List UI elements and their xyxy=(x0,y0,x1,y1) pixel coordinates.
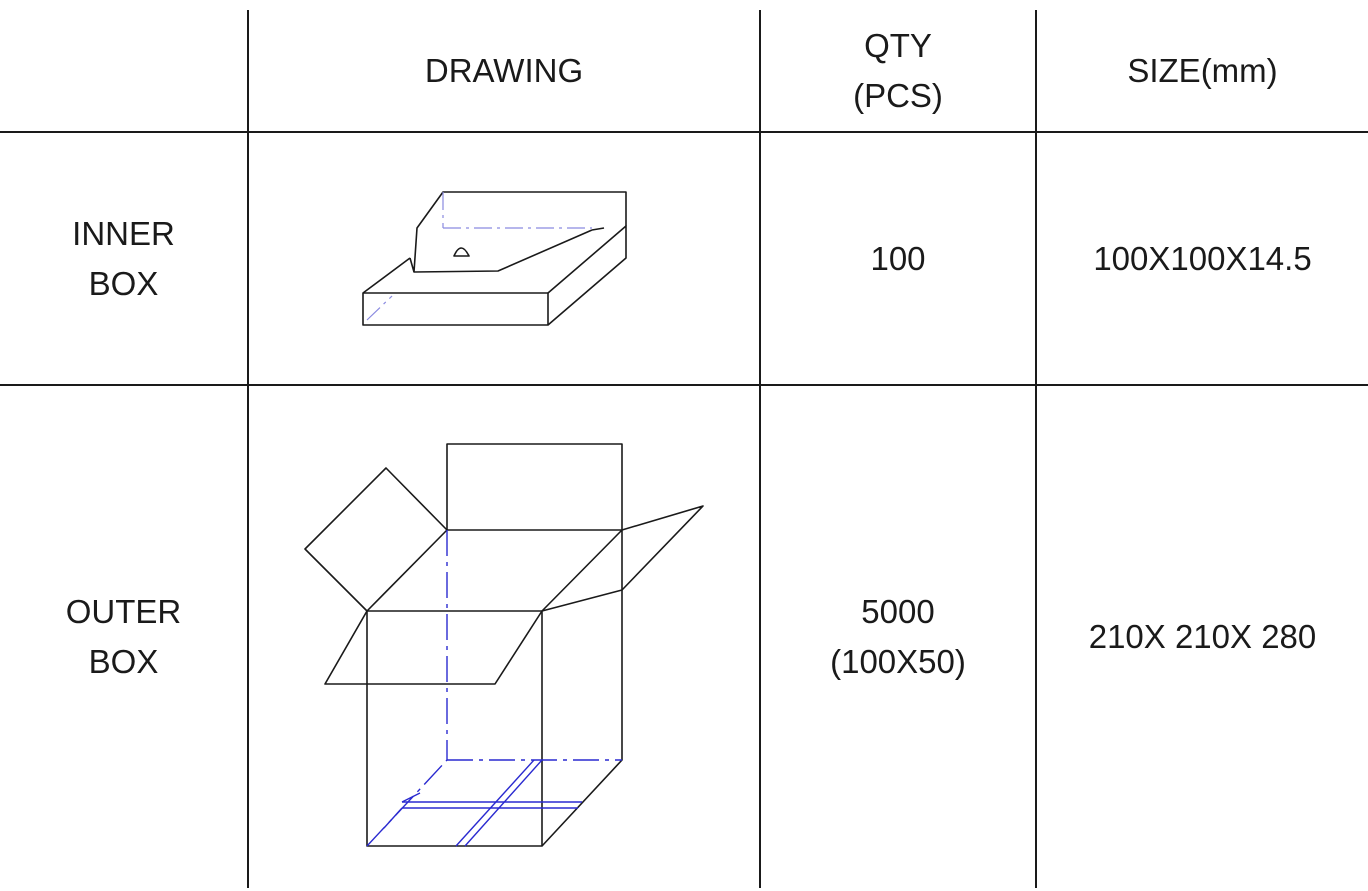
row-label-outer-box: OUTER BOX xyxy=(0,386,247,888)
outer-box-qty-breakdown: (100X50) xyxy=(830,643,966,680)
row-divider xyxy=(0,384,1368,386)
header-qty: QTY (PCS) xyxy=(761,10,1035,131)
outer-box-qty-value: 5000 xyxy=(861,593,935,630)
header-drawing-text: DRAWING xyxy=(424,51,584,89)
outer-box-size: 210X 210X 280 xyxy=(1037,386,1368,888)
header-qty-line1: QTY xyxy=(864,26,932,64)
inner-box-drawing-icon xyxy=(249,133,759,384)
column-divider xyxy=(247,10,249,888)
header-drawing: DRAWING xyxy=(249,10,759,131)
row-label-line1: OUTER xyxy=(65,593,182,630)
inner-box-drawing xyxy=(362,191,627,326)
inner-box-qty: 100 xyxy=(761,133,1035,384)
outer-box-drawing xyxy=(304,443,704,847)
outer-box-qty: 5000 (100X50) xyxy=(761,386,1035,888)
inner-box-size-value: 100X100X14.5 xyxy=(1093,239,1312,277)
row-label-line1: INNER xyxy=(72,214,175,252)
row-label-line2: BOX xyxy=(88,264,159,302)
header-size: SIZE(mm) xyxy=(1037,10,1368,131)
row-divider xyxy=(0,131,1368,133)
inner-box-qty-value: 100 xyxy=(870,239,926,277)
row-label-inner-box: INNER BOX xyxy=(0,133,247,384)
outer-box-size-value: 210X 210X 280 xyxy=(1088,618,1317,655)
header-qty-line2: (PCS) xyxy=(853,76,943,114)
inner-box-size: 100X100X14.5 xyxy=(1037,133,1368,384)
header-size-text: SIZE(mm) xyxy=(1127,51,1278,89)
column-divider xyxy=(759,10,761,888)
outer-box-drawing-icon xyxy=(249,386,759,888)
column-divider xyxy=(1035,10,1037,888)
row-label-line2: BOX xyxy=(88,643,159,680)
